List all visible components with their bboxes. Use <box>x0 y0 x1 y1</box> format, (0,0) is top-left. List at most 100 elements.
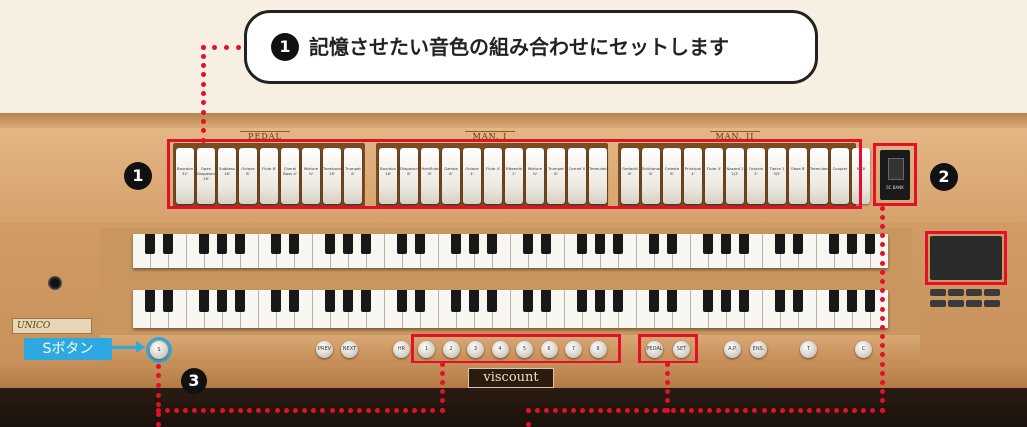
piston-memory-2[interactable]: 2 <box>442 341 460 358</box>
s-button[interactable]: S <box>150 341 168 359</box>
stop-pedal-9[interactable]: Trumpet 8' <box>344 148 362 204</box>
black-key[interactable] <box>613 290 623 312</box>
panel-button-1[interactable] <box>930 289 946 296</box>
black-key[interactable] <box>703 234 713 254</box>
black-key[interactable] <box>523 290 533 312</box>
piston-memory-7[interactable]: 7 <box>565 341 582 358</box>
stop-man1-9[interactable]: Trumpet 8' <box>547 148 565 204</box>
piston-ens[interactable]: ENS. <box>750 341 767 358</box>
upper-manual-keys[interactable] <box>133 234 888 268</box>
black-key[interactable] <box>343 290 353 312</box>
black-key[interactable] <box>847 290 857 312</box>
stop-man1-10[interactable]: Cornet V <box>568 148 586 204</box>
black-key[interactable] <box>775 290 785 312</box>
piston-memory-8[interactable]: 8 <box>589 341 607 358</box>
panel-button-3[interactable] <box>966 289 982 296</box>
piston-hr[interactable]: HR <box>393 341 410 358</box>
stop-man1-7[interactable]: Fifteenth 2' <box>505 148 523 204</box>
black-key[interactable] <box>649 234 659 254</box>
black-key[interactable] <box>775 234 785 254</box>
black-key[interactable] <box>487 290 497 312</box>
stop-pedal-4[interactable]: Octave 8' <box>239 148 257 204</box>
piston-pedal[interactable]: PEDAL <box>646 341 663 358</box>
stop-man1-11[interactable]: Tremulant <box>589 148 608 204</box>
piston-memory-3[interactable]: 3 <box>467 341 484 358</box>
black-key[interactable] <box>739 234 749 254</box>
black-key[interactable] <box>325 290 335 312</box>
black-key[interactable] <box>469 234 479 254</box>
black-key[interactable] <box>397 234 407 254</box>
stop-pedal-7[interactable]: Mixture IV <box>302 148 320 204</box>
panel-button-7[interactable] <box>966 300 982 307</box>
black-key[interactable] <box>541 290 551 312</box>
stop-man1-3[interactable]: Hohlflute 8' <box>421 148 439 204</box>
panel-button-4[interactable] <box>984 289 1000 296</box>
black-key[interactable] <box>523 234 533 254</box>
stop-pedal-5[interactable]: Flute 8' <box>260 148 278 204</box>
stop-man1-8[interactable]: Mixture IV <box>526 148 544 204</box>
black-key[interactable] <box>217 290 227 312</box>
black-key[interactable] <box>721 290 731 312</box>
piston-t[interactable]: T <box>800 341 817 358</box>
black-key[interactable] <box>271 234 281 254</box>
black-key[interactable] <box>793 234 803 254</box>
piston-ap[interactable]: A.P. <box>724 341 741 358</box>
black-key[interactable] <box>271 290 281 312</box>
black-key[interactable] <box>451 290 461 312</box>
piston-memory-4[interactable]: 4 <box>491 341 509 358</box>
black-key[interactable] <box>649 290 659 312</box>
black-key[interactable] <box>235 234 245 254</box>
black-key[interactable] <box>397 290 407 312</box>
black-key[interactable] <box>361 290 371 312</box>
black-key[interactable] <box>469 290 479 312</box>
black-key[interactable] <box>541 234 551 254</box>
stop-man1-6[interactable]: Flute 4' <box>484 148 502 204</box>
piston-memory-1[interactable]: 1 <box>418 341 435 358</box>
stop-pedal-2[interactable]: Open Diapason 16' <box>197 148 215 204</box>
black-key[interactable] <box>451 234 461 254</box>
black-key[interactable] <box>289 234 299 254</box>
stop-man1-2[interactable]: Diapason 8' <box>400 148 418 204</box>
stop-man2-3[interactable]: Celeste 8' <box>663 148 681 204</box>
lower-manual-keys[interactable] <box>133 290 888 328</box>
black-key[interactable] <box>739 290 749 312</box>
black-key[interactable] <box>415 290 425 312</box>
panel-button-6[interactable] <box>948 300 964 307</box>
black-key[interactable] <box>415 234 425 254</box>
stop-man2-7[interactable]: Octavin 2' <box>747 148 765 204</box>
sc-bank-switch[interactable]: SC BANK <box>880 150 910 200</box>
black-key[interactable] <box>577 234 587 254</box>
black-key[interactable] <box>577 290 587 312</box>
black-key[interactable] <box>217 234 227 254</box>
piston-set[interactable]: SET <box>673 341 690 358</box>
black-key[interactable] <box>163 290 173 312</box>
black-key[interactable] <box>145 290 155 312</box>
stop-man2-5[interactable]: Flute 4' <box>705 148 723 204</box>
stop-man1-1[interactable]: Bourdon 16' <box>379 148 397 204</box>
piston-prev[interactable]: PREV <box>316 341 333 358</box>
panel-button-2[interactable] <box>948 289 964 296</box>
stop-man1-5[interactable]: Octave 4' <box>463 148 481 204</box>
stop-pedal-3[interactable]: Subbass 16' <box>218 148 236 204</box>
headphone-jack[interactable] <box>48 276 62 290</box>
black-key[interactable] <box>721 234 731 254</box>
black-key[interactable] <box>325 234 335 254</box>
stop-man2-9[interactable]: Oboe 8' <box>789 148 807 204</box>
piston-memory-6[interactable]: 6 <box>540 341 558 358</box>
black-key[interactable] <box>829 234 839 254</box>
black-key[interactable] <box>199 234 209 254</box>
black-key[interactable] <box>163 234 173 254</box>
panel-button-8[interactable] <box>984 300 1000 307</box>
black-key[interactable] <box>613 234 623 254</box>
stop-pedal-1[interactable]: Bourdon 32' <box>176 148 194 204</box>
black-key[interactable] <box>667 290 677 312</box>
piston-memory-5[interactable]: 5 <box>516 341 533 358</box>
black-key[interactable] <box>487 234 497 254</box>
piston-c[interactable]: C <box>855 341 872 358</box>
black-key[interactable] <box>595 290 605 312</box>
stop-man1-4[interactable]: Gamba 8' <box>442 148 460 204</box>
stop-pedal-8[interactable]: Trombone 16' <box>323 148 342 204</box>
stop-man2-4[interactable]: Principal 4' <box>684 148 702 204</box>
stop-man2-10[interactable]: Tremulant <box>810 148 829 204</box>
black-key[interactable] <box>235 290 245 312</box>
